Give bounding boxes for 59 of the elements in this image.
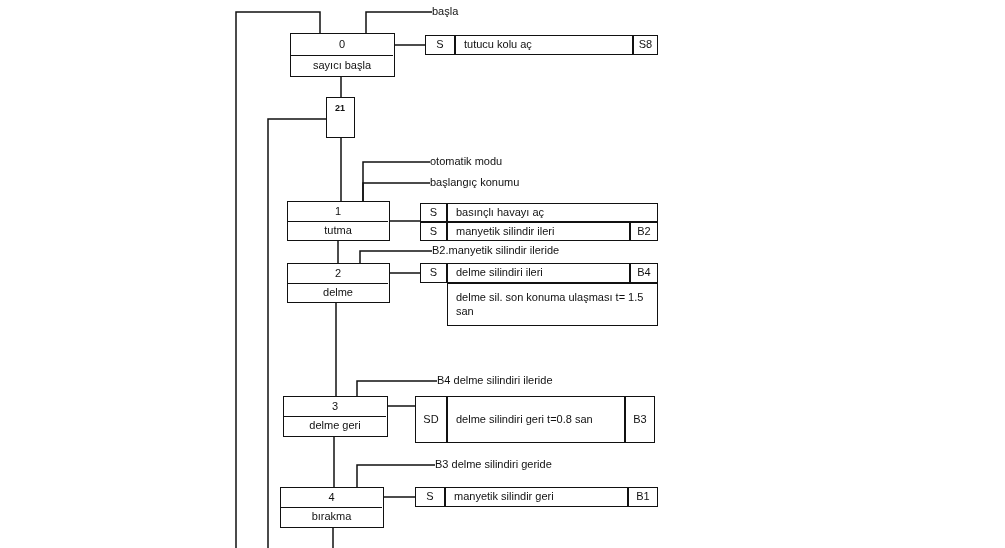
connector-line xyxy=(359,250,433,264)
connector-line xyxy=(365,11,433,34)
action-cell: SD xyxy=(415,396,447,443)
transition-label: B2.manyetik silindir ileride xyxy=(432,244,560,256)
action-cell: S8 xyxy=(633,35,658,55)
connector-line xyxy=(337,240,339,264)
connector-line xyxy=(362,182,431,202)
connector-line xyxy=(387,405,416,407)
connector-line xyxy=(389,220,421,222)
step-name: bırakma xyxy=(281,507,382,526)
action-cell: manyetik silindir geri xyxy=(445,487,628,507)
action-cell: S xyxy=(420,203,447,222)
step-name: delme geri xyxy=(284,416,386,435)
connector-line xyxy=(394,44,426,46)
connector-line xyxy=(340,76,342,98)
connector-line xyxy=(340,137,342,202)
transition-label: otomatik modu xyxy=(430,155,503,167)
step-box xyxy=(287,201,390,241)
connector-line xyxy=(389,272,421,274)
step-number: 0 xyxy=(337,36,347,52)
connector-line xyxy=(335,302,337,397)
connector-line xyxy=(356,464,436,488)
step-number: 2 xyxy=(333,265,343,281)
action-cell: delme sil. son konuma ulaşması t= 1.5 san xyxy=(447,283,658,326)
step-number: 4 xyxy=(327,489,336,505)
action-cell: manyetik silindir ileri xyxy=(447,222,630,241)
connector-line xyxy=(383,496,416,498)
connector-line xyxy=(267,118,327,548)
action-cell: basınçlı havayı aç xyxy=(447,203,658,222)
action-cell: S xyxy=(425,35,455,55)
step-box xyxy=(287,263,390,303)
action-cell: delme silindiri ileri xyxy=(447,263,630,283)
transition-label: başlangıç konumu xyxy=(430,176,520,188)
step-box xyxy=(280,487,384,528)
action-cell: B2 xyxy=(630,222,658,241)
step-name: sayıcı başla xyxy=(291,55,393,75)
transition-label: B3 delme silindiri geride xyxy=(435,458,552,470)
step-name: delme xyxy=(288,283,388,301)
action-cell: S xyxy=(420,222,447,241)
step-number: 1 xyxy=(333,203,343,219)
step-name: tutma xyxy=(288,221,388,239)
step-number: 3 xyxy=(330,398,340,414)
action-cell: S xyxy=(420,263,447,283)
connector-line xyxy=(332,527,334,548)
step-box xyxy=(283,396,388,437)
action-cell: B4 xyxy=(630,263,658,283)
action-cell: S xyxy=(415,487,445,507)
transition-label: B4 delme silindiri ileride xyxy=(437,374,553,386)
action-cell: delme silindiri geri t=0.8 san xyxy=(447,396,625,443)
action-cell: tutucu kolu aç xyxy=(455,35,633,55)
step-box xyxy=(290,33,395,77)
transition-label: başla xyxy=(432,5,459,17)
macro-step-box xyxy=(326,97,355,138)
connector-line xyxy=(235,11,321,548)
step-number: 21 xyxy=(334,102,346,116)
action-cell: B1 xyxy=(628,487,658,507)
connector-line xyxy=(356,380,438,397)
connector-line xyxy=(333,436,335,488)
action-cell: B3 xyxy=(625,396,655,443)
